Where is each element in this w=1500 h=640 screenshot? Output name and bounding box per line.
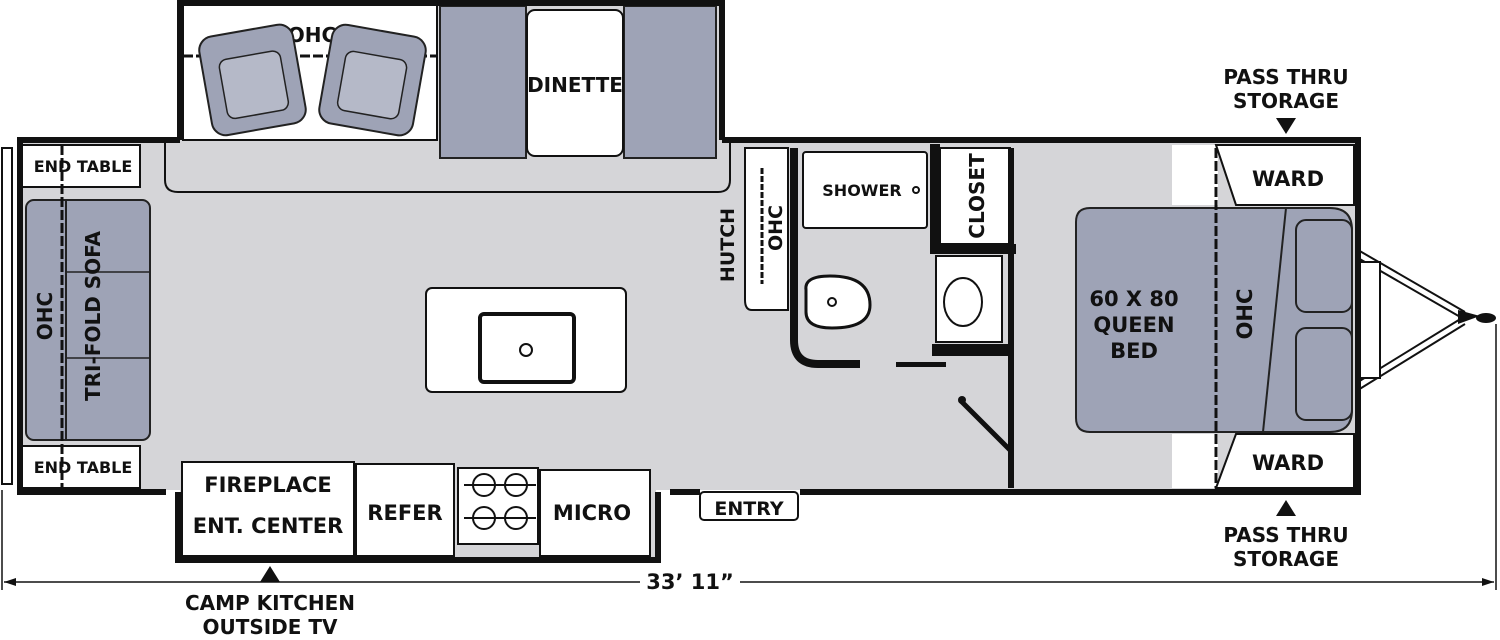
ohc-hutch-label: OHC (765, 205, 787, 251)
front-wall (722, 137, 1361, 495)
dinette-label: DINETTE (527, 73, 623, 97)
recliner-right (318, 23, 427, 137)
ward-bottom-label: WARD (1252, 451, 1324, 475)
dinette-bench-right (623, 5, 717, 159)
ohc-bed-label: OHC (1233, 289, 1257, 340)
wardrobe-bottom (1214, 433, 1355, 489)
refrigerator (355, 463, 455, 557)
bedroom-door (958, 398, 1014, 454)
ward-top-label: WARD (1252, 167, 1324, 191)
closet-label: CLOSET (965, 153, 989, 239)
vanity (935, 255, 1003, 343)
length-label: 33’ 11” (646, 570, 734, 594)
arrow-up-icon (1276, 500, 1296, 516)
entry-label: ENTRY (714, 498, 783, 520)
pass-thru-top-label-1: PASS THRU (1223, 65, 1348, 89)
lavatory-sink (943, 277, 983, 327)
rear-wall (17, 137, 180, 495)
shower-head-icon (912, 186, 920, 194)
refer-label: REFER (367, 501, 442, 525)
tri-fold-sofa-label: TRI-FOLD SOFA (81, 230, 105, 401)
arrow-down-icon (1276, 118, 1296, 134)
microwave (539, 469, 651, 557)
pillow-bottom (1295, 327, 1353, 421)
rear-bumper (1, 147, 13, 485)
bed-type-label: QUEEN (1093, 313, 1174, 337)
ohc-top-label: OHC (288, 23, 336, 47)
wardrobe-top (1214, 144, 1355, 206)
bed-size-label: 60 X 80 (1089, 287, 1178, 311)
slideout-wall-top (177, 0, 725, 140)
bed-label: BED (1110, 339, 1158, 363)
dinette-bench-left (439, 5, 527, 159)
trailer-hitch (1357, 249, 1496, 391)
bathroom-wall (790, 148, 860, 368)
toilet (804, 274, 872, 330)
end-table-bottom-label: END TABLE (34, 458, 133, 477)
pass-thru-top-label-2: STORAGE (1233, 89, 1339, 113)
end-table-bottom (21, 445, 141, 489)
pillow-top (1295, 219, 1353, 313)
recliner-left (198, 23, 307, 137)
tri-fold-sofa (25, 199, 151, 441)
length-dimension: 33’ 11” (1, 324, 1497, 594)
outside-tv-label: OUTSIDE TV (202, 615, 338, 639)
end-table-top-label: END TABLE (34, 157, 133, 176)
pocket-door (896, 362, 946, 367)
fireplace-ent-center (181, 461, 355, 557)
entry-step (699, 491, 799, 521)
sink (478, 312, 576, 384)
slideout-wall-bottom (175, 492, 661, 563)
burner-icons (464, 473, 536, 530)
shower-label: SHOWER (822, 181, 901, 200)
end-table-top (21, 144, 141, 188)
shower (802, 151, 928, 229)
ohc-sofa-label: OHC (33, 292, 57, 340)
queen-bed (1075, 207, 1353, 433)
drain-icon (519, 343, 533, 357)
fireplace-label: FIREPLACE (204, 473, 331, 497)
dinette-table (526, 9, 624, 157)
micro-label: MICRO (553, 501, 631, 525)
ent-center-label: ENT. CENTER (193, 514, 344, 538)
closet (939, 147, 1011, 245)
hutch (744, 147, 789, 311)
arrow-up-icon (260, 566, 280, 582)
hutch-label: HUTCH (717, 208, 739, 282)
pass-thru-bottom-label-2: STORAGE (1233, 547, 1339, 571)
stove (457, 467, 539, 545)
camp-kitchen-label: CAMP KITCHEN (185, 591, 355, 615)
pass-thru-bottom-label-1: PASS THRU (1223, 523, 1348, 547)
